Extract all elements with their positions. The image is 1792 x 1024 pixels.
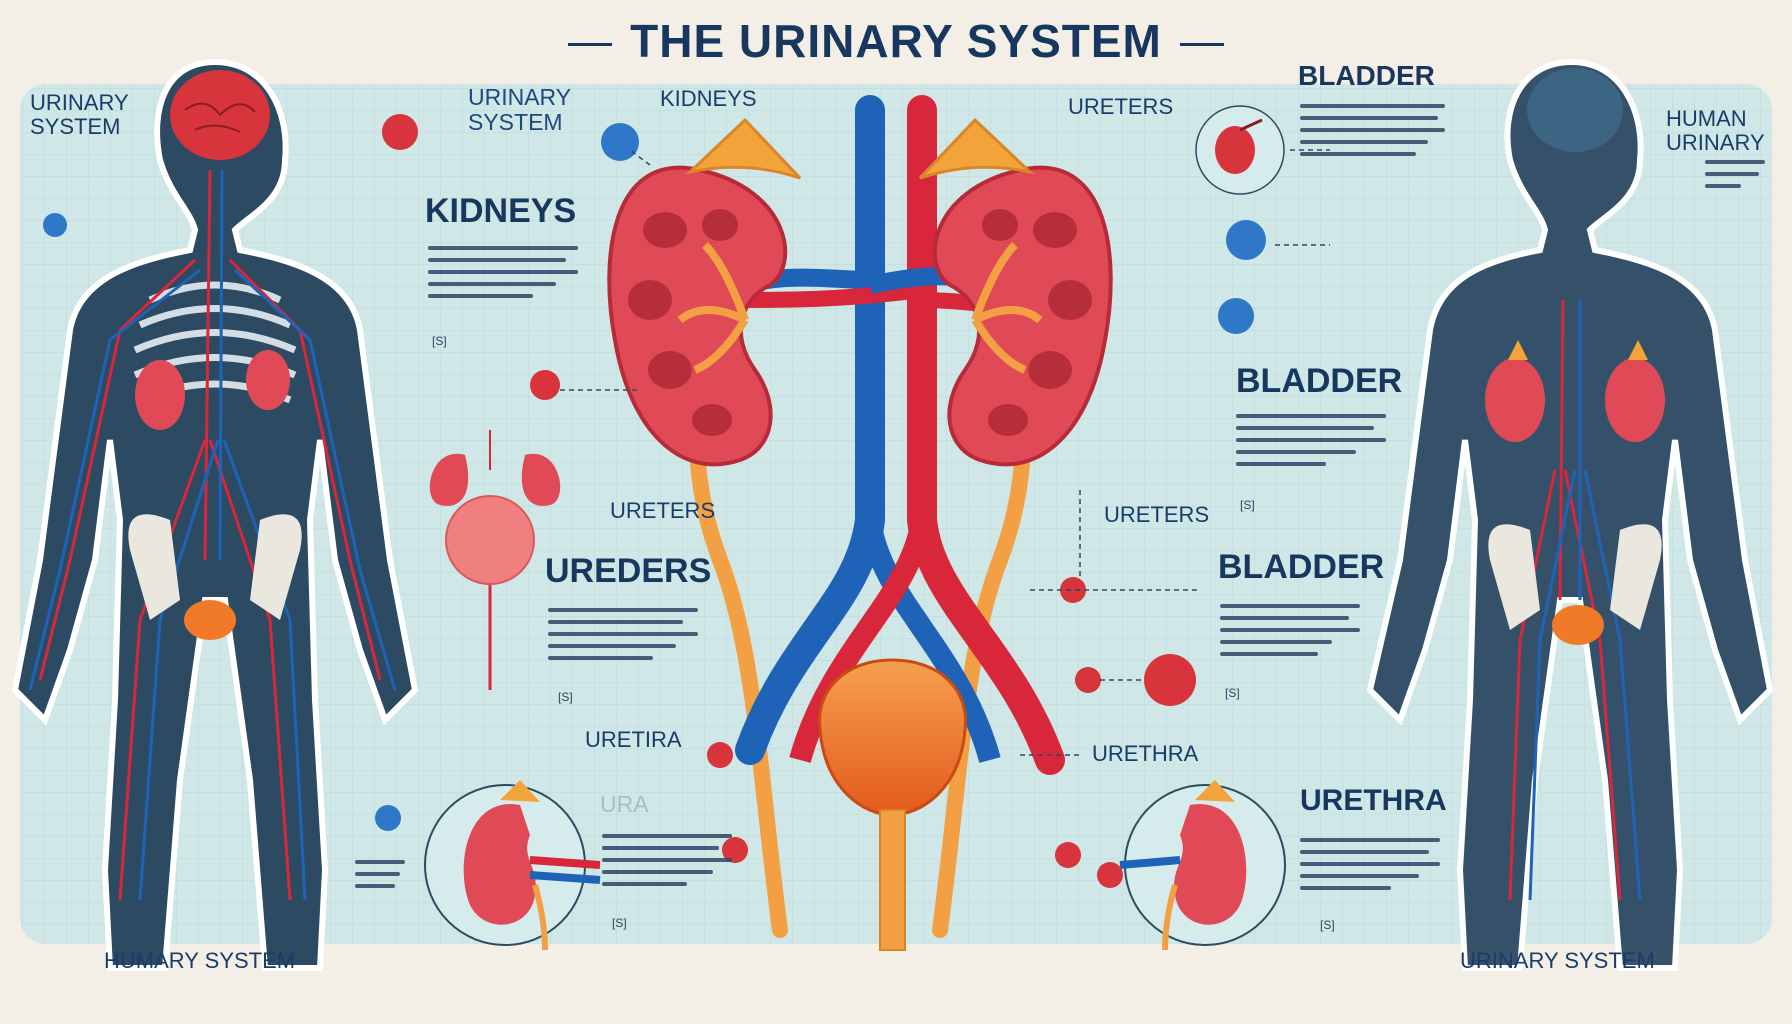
text-block-ureders [548,600,698,668]
center-kidney-diagram [607,95,1113,951]
blood-vessels [28,169,397,901]
figure-ref: [S] [1320,918,1335,932]
bladder-inset [1195,105,1285,195]
left-adrenal [685,117,802,180]
leader-lines [560,149,1330,756]
urethra [879,809,906,951]
text-block-kidneys [428,238,578,306]
text-block-bladder-mid [1236,406,1386,474]
label-urinary-system-left: URINARY SYSTEM [30,90,129,139]
right-figure-right-kidney [1605,358,1665,442]
inset-circle-right [1119,780,1286,951]
figure-ref: [S] [1225,686,1240,700]
text-block-urethra [1300,830,1440,898]
label-human-urinary: HUMAN URINARY [1666,106,1765,155]
page-title: THE URINARY SYSTEM [0,14,1792,68]
label-humary-system: HUMARY SYSTEM [104,948,296,973]
label-bladder-mid: BLADDER [1236,362,1403,400]
bladder [817,658,968,817]
label-urinary-system-bottom: URINARY SYSTEM [1460,948,1655,973]
label-ureters-left: URETERS [610,498,716,523]
label-uretira: URETIRA [585,727,682,752]
right-human-figure [1366,58,1774,971]
label-ura: URA [600,791,649,817]
label-urethra-center: URETHRA [1092,741,1199,766]
text-block-bladder-top [1300,96,1445,164]
label-ureders: UREDERS [545,552,712,590]
label-bladder-top: BLADDER [1298,60,1435,91]
label-urethra-right: URETHRA [1300,784,1447,817]
label-urinary-system-center: URINARY SYSTEM [468,84,572,135]
text-block-human-urinary [1705,152,1765,196]
label-kidneys-top: KIDNEYS [660,86,757,111]
right-figure-left-kidney [1485,358,1545,442]
label-bladder-lower: BLADDER [1218,548,1385,586]
text-block-bottom-left [355,852,405,896]
figure-ref: [S] [612,916,627,930]
figure-ref: [S] [1240,498,1255,512]
left-bladder [184,600,236,640]
figure-ref: [S] [558,690,573,704]
mini-kidney-bladder [429,430,561,690]
right-adrenal [918,117,1035,180]
label-ureters-right: URETERS [1104,502,1210,527]
label-ureters-top: URETERS [1068,94,1174,119]
text-block-bladder-lower [1220,596,1360,664]
inset-circle-left [424,780,601,951]
right-bladder [1552,605,1604,645]
figure-ref: [S] [432,334,447,348]
marker-dots [43,114,1266,888]
left-human-figure [11,58,419,971]
label-kidneys-heading: KIDNEYS [425,192,577,230]
text-block-ura [602,826,732,894]
